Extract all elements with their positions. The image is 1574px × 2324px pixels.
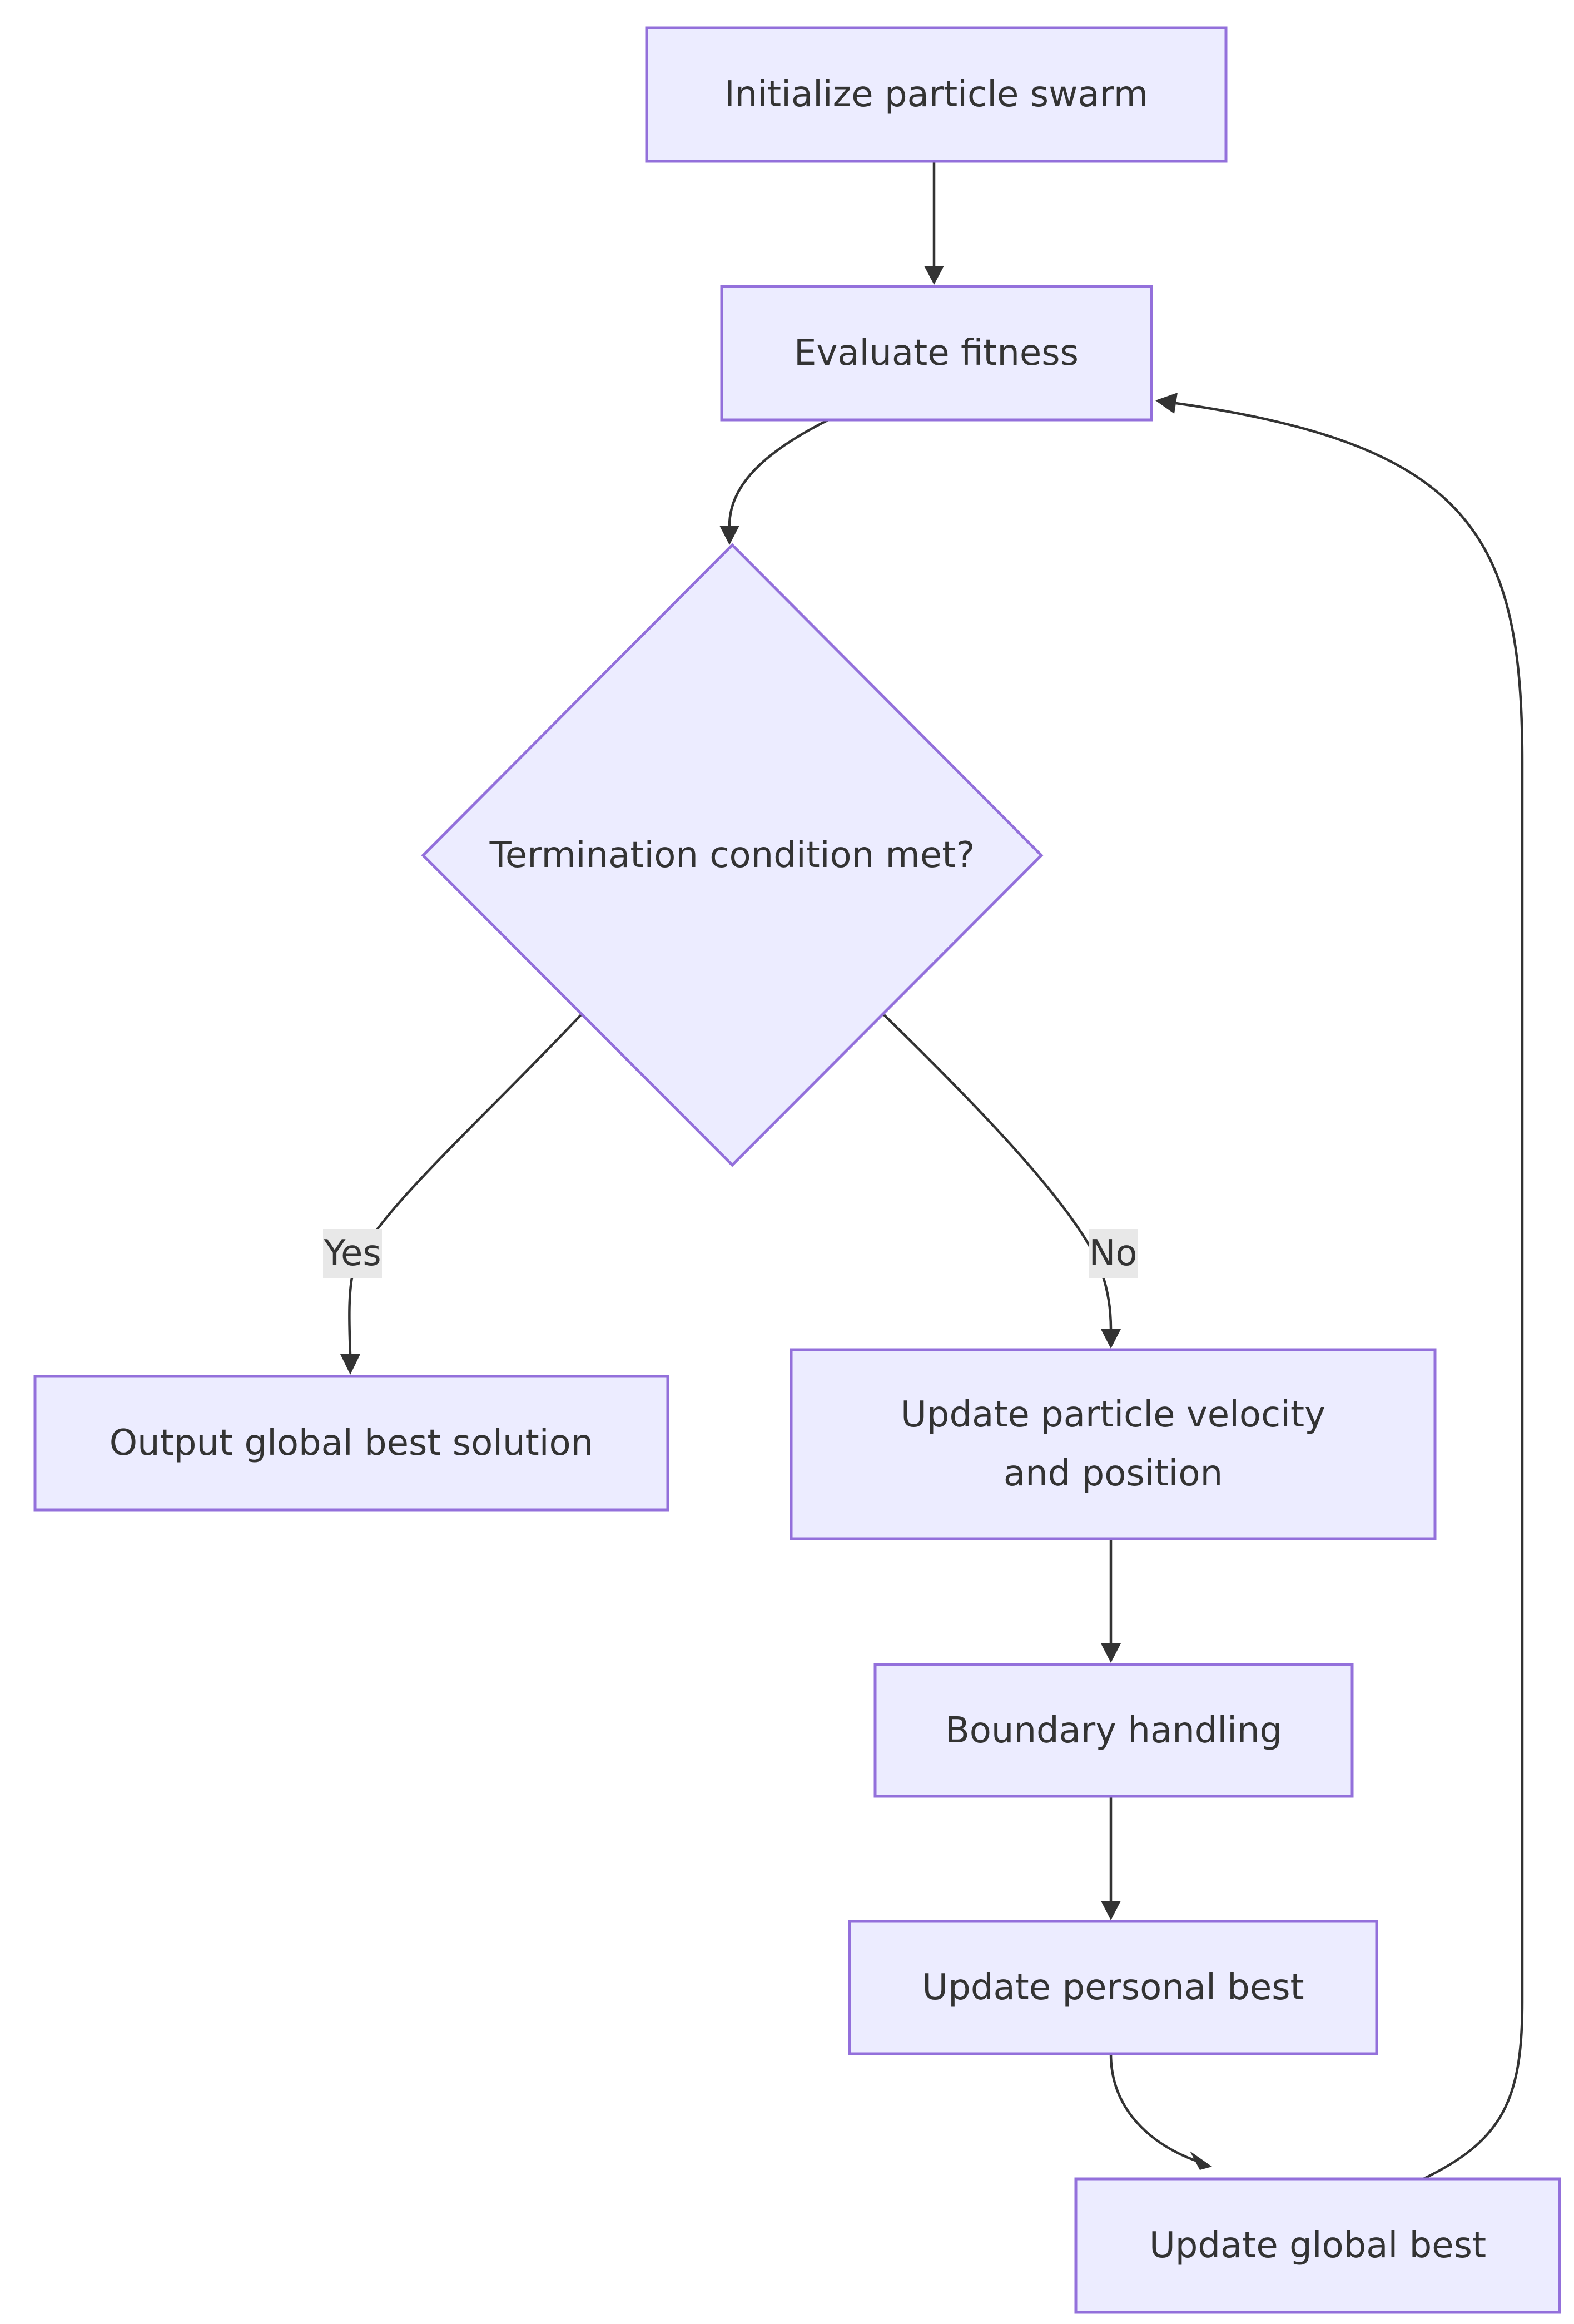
node-update-velocity-label-line1: Update particle velocity <box>901 1394 1325 1435</box>
node-termination-decision: Termination condition met? <box>421 543 1044 1167</box>
node-boundary-label: Boundary handling <box>945 1710 1282 1751</box>
arrowhead-boundary <box>1101 1643 1121 1663</box>
node-update-personal-best: Update personal best <box>848 1920 1378 2055</box>
edge-global-best-to-evaluate <box>1175 402 1524 2181</box>
node-output-label: Output global best solution <box>110 1423 593 1464</box>
node-initialize-particle-swarm: Initialize particle swarm <box>645 26 1228 163</box>
edge-label-no: No <box>1089 1233 1137 1274</box>
edge-evaluate-to-decision <box>728 418 830 526</box>
node-update-global-best: Update global best <box>1074 2177 1561 2314</box>
arrowhead-output <box>340 1354 360 1375</box>
edge-label-yes-bg <box>323 1229 382 1278</box>
node-evaluate-fitness: Evaluate fitness <box>720 285 1153 422</box>
arrowhead-personal-best <box>1101 1901 1121 1920</box>
edges: Yes No <box>323 161 1524 2181</box>
nodes: Initialize particle swarm Evaluate fitne… <box>33 26 1561 2314</box>
arrowhead-evaluate <box>924 266 944 285</box>
node-initialize-label: Initialize particle swarm <box>724 74 1148 115</box>
node-update-velocity-label-line2: and position <box>1004 1453 1223 1494</box>
arrowhead-decision <box>719 526 739 545</box>
arrowhead-update-velocity <box>1101 1329 1121 1349</box>
node-output-global-best-solution: Output global best solution <box>33 1375 669 1512</box>
node-evaluate-label: Evaluate fitness <box>794 333 1079 374</box>
node-personal-best-label: Update personal best <box>922 1967 1304 2008</box>
edge-label-no-bg <box>1089 1229 1138 1278</box>
arrowhead-evaluate-loop <box>1155 393 1178 414</box>
edge-decision-to-output <box>348 1014 582 1355</box>
edge-decision-to-update-velocity <box>883 1014 1113 1330</box>
edge-personal-best-to-global-best <box>1109 2053 1196 2162</box>
node-global-best-label: Update global best <box>1149 2225 1486 2266</box>
node-decision-label: Termination condition met? <box>489 835 975 876</box>
node-update-velocity-position: Update particle velocity and position <box>790 1348 1437 1540</box>
edge-label-yes: Yes <box>323 1233 381 1274</box>
node-boundary-handling: Boundary handling <box>873 1663 1354 1798</box>
arrowhead-global-best <box>1190 2151 1212 2170</box>
